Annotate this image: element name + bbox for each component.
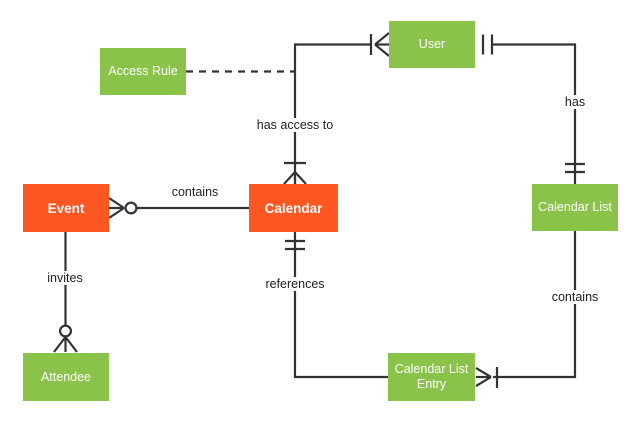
edge-label-invites: invites — [44, 271, 86, 285]
marker-one-or-many-calendar-top — [283, 161, 307, 185]
marker-one-or-many-entry-right — [475, 367, 499, 388]
connector-user-has-calendar-list — [493, 43, 577, 184]
marker-exactly-one-calendar-list-top — [565, 162, 585, 174]
connector-calendar-list-contains-entry — [493, 231, 577, 379]
marker-exactly-one-user-right — [481, 34, 494, 55]
entity-event[interactable]: Event — [23, 184, 109, 232]
entity-user-label: User — [418, 37, 446, 51]
marker-zero-or-many-attendee-top — [53, 324, 78, 353]
edge-label-has-access-to: has access to — [253, 118, 337, 132]
entity-calendar-list-entry[interactable]: Calendar List Entry — [388, 353, 475, 401]
edge-label-references: references — [262, 277, 328, 291]
marker-exactly-one-calendar-bottom — [285, 239, 305, 251]
entity-calendar-list[interactable]: Calendar List — [532, 184, 618, 231]
entity-access-rule[interactable]: Access Rule — [100, 48, 186, 95]
entity-attendee-label: Attendee — [40, 369, 92, 384]
edge-label-contains-list-entry: contains — [548, 290, 602, 304]
entity-event-label: Event — [47, 200, 85, 216]
connector-calendar-references-entry — [293, 232, 388, 379]
entity-calendar-list-label: Calendar List — [538, 200, 612, 214]
entity-calendar-list-entry-label: Calendar List Entry — [394, 362, 469, 391]
entity-calendar-label: Calendar — [264, 200, 323, 216]
marker-zero-or-many-event-right — [108, 197, 138, 219]
entity-user[interactable]: User — [389, 21, 475, 68]
edge-label-contains-event-calendar: contains — [168, 185, 222, 199]
edge-label-has: has — [561, 95, 589, 109]
connector-user-has-access-to-calendar — [293, 43, 371, 184]
entity-calendar[interactable]: Calendar — [249, 184, 338, 232]
entity-attendee[interactable]: Attendee — [23, 353, 109, 401]
entity-access-rule-label: Access Rule — [108, 64, 178, 78]
marker-one-or-many-user-left — [369, 32, 390, 57]
